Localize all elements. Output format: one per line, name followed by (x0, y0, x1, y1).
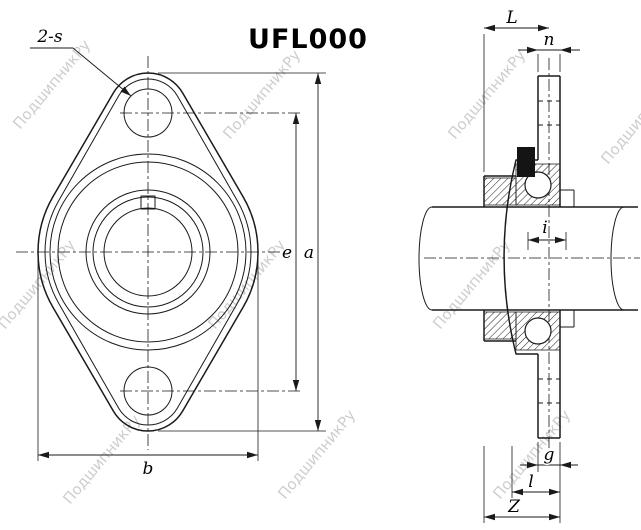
shaft-left-end-arc (418, 206, 433, 311)
side-view: L n i g l Z (418, 7, 640, 523)
watermark-text: ПодшипникРу (597, 71, 641, 167)
flange-inner-contour (44, 78, 252, 426)
watermark-text: ПодшипникРу (219, 46, 304, 142)
watermark-text: ПодшипникРу (274, 406, 359, 502)
bearing-outer-circle (85, 189, 211, 315)
bearing-seat-circle (92, 196, 204, 308)
watermark-text: ПодшипникРу (9, 36, 94, 132)
dim-label-Z: Z (507, 497, 521, 517)
housing-inner-circle (57, 161, 239, 343)
lubrication-slot (140, 195, 156, 210)
dim-label-a: a (304, 243, 314, 263)
watermark-text: ПодшипникРу (444, 46, 529, 142)
collar-section-bottom (483, 311, 517, 340)
ball-bottom (524, 317, 552, 345)
bottom-bolt-hole (123, 366, 173, 416)
watermarks: ПодшипникРу ПодшипникРу ПодшипникРу Подш… (0, 36, 641, 507)
watermark-text: ПодшипникРу (59, 411, 144, 507)
dim-label-e: e (282, 243, 292, 263)
flange-outer-contour (37, 72, 259, 432)
bolt-hole-callout-label: 2-s (36, 27, 63, 47)
dim-label-l: l (528, 472, 533, 492)
dim-label-g: g (544, 445, 555, 465)
top-bolt-hole (123, 88, 173, 138)
ball-top (524, 171, 552, 199)
dim-label-i: i (542, 218, 547, 238)
watermark-text: ПодшипникРу (204, 236, 289, 332)
front-view: 2-s e a b (16, 26, 326, 481)
housing-boss-circle (49, 153, 247, 351)
set-screw (517, 147, 535, 177)
drawing-title: UFL000 (248, 24, 368, 55)
dim-label-b: b (143, 459, 154, 479)
bore-circle (103, 207, 193, 297)
dim-label-L: L (505, 8, 517, 28)
callout-leader-line (72, 47, 132, 97)
shaft-break-arc (610, 206, 625, 311)
dim-label-n: n (544, 30, 555, 50)
housing-contour (503, 159, 538, 355)
collar-section-top (483, 177, 517, 206)
